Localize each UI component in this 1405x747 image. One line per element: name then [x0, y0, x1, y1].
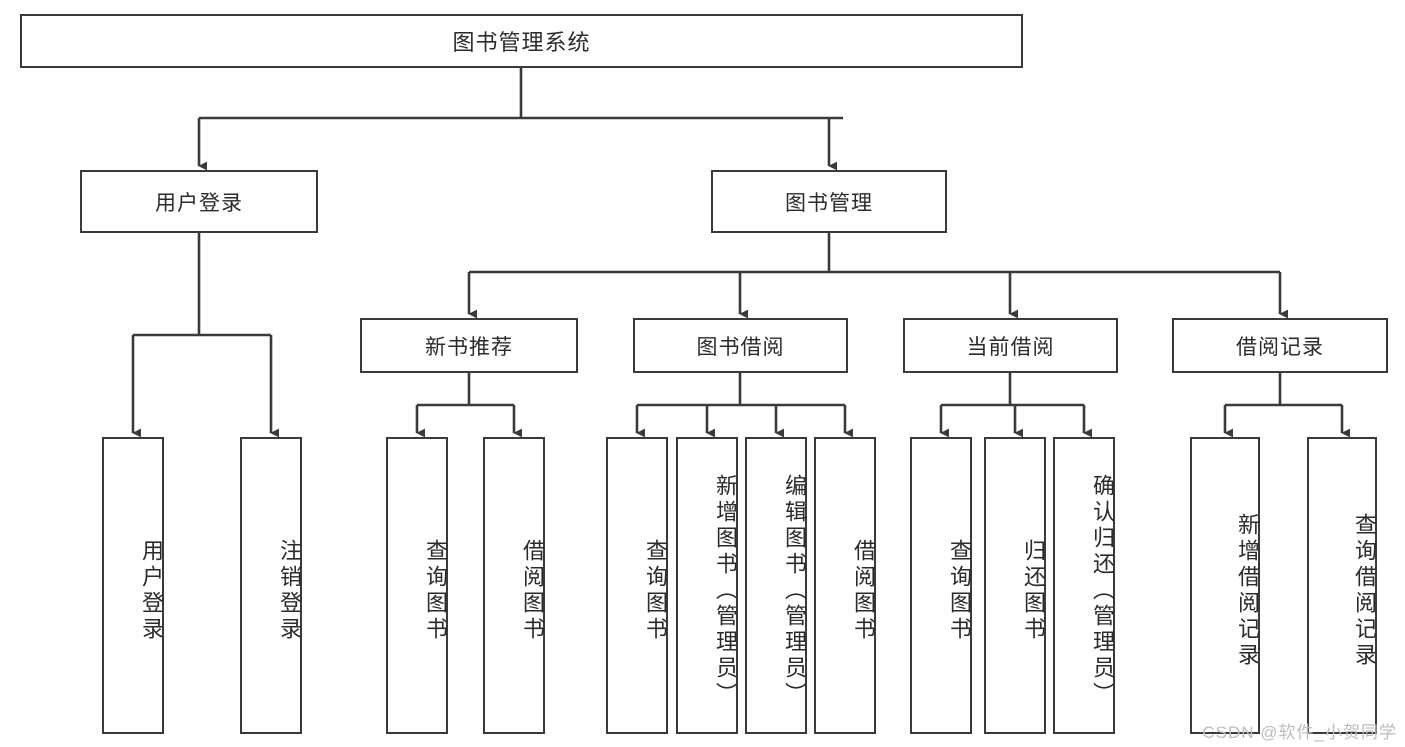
node-label: 归还图书	[1021, 538, 1046, 643]
node-leaf-edit-book[interactable]: 编辑图书（管理员）	[745, 437, 807, 734]
node-label: 图书管理系统	[452, 30, 591, 55]
node-label: 查询图书	[423, 538, 448, 643]
node-leaf-add-record[interactable]: 新增借阅记录	[1190, 437, 1260, 734]
node-label: 查询借阅记录	[1352, 512, 1377, 669]
node-label: 确认归还（管理员）	[1090, 473, 1115, 708]
node-label: 查询图书	[947, 538, 972, 643]
watermark-text: CSDN @软件_小贺同学	[1202, 723, 1397, 742]
node-current-borrow[interactable]: 当前借阅	[903, 318, 1118, 373]
node-leaf-borrow-book-1[interactable]: 借阅图书	[483, 437, 545, 734]
node-new-book-recommend[interactable]: 新书推荐	[360, 318, 578, 373]
node-label: 图书借阅	[696, 335, 785, 359]
node-leaf-borrow-book-2[interactable]: 借阅图书	[814, 437, 876, 734]
node-label: 新增图书（管理员）	[713, 473, 738, 708]
node-label: 当前借阅	[966, 335, 1055, 359]
node-leaf-confirm-return[interactable]: 确认归还（管理员）	[1053, 437, 1115, 734]
node-label: 借阅图书	[851, 538, 876, 643]
node-leaf-return-book[interactable]: 归还图书	[984, 437, 1046, 734]
node-book-borrow[interactable]: 图书借阅	[633, 318, 848, 373]
node-label: 注销登录	[277, 538, 302, 643]
node-label: 编辑图书（管理员）	[782, 473, 807, 708]
node-user-login[interactable]: 用户登录	[80, 170, 318, 233]
node-book-management[interactable]: 图书管理	[711, 170, 947, 233]
node-leaf-query-book-2[interactable]: 查询图书	[606, 437, 668, 734]
node-label: 用户登录	[139, 538, 164, 643]
node-label: 借阅记录	[1236, 335, 1324, 359]
node-label: 图书管理	[785, 191, 873, 215]
node-root-system[interactable]: 图书管理系统	[20, 14, 1023, 68]
node-label: 用户登录	[155, 191, 243, 215]
node-leaf-logout[interactable]: 注销登录	[240, 437, 302, 734]
node-leaf-user-login[interactable]: 用户登录	[102, 437, 164, 734]
node-leaf-add-book[interactable]: 新增图书（管理员）	[676, 437, 738, 734]
node-label: 新增借阅记录	[1235, 512, 1260, 669]
node-label: 新书推荐	[425, 335, 513, 359]
node-leaf-query-record[interactable]: 查询借阅记录	[1307, 437, 1377, 734]
node-borrow-record[interactable]: 借阅记录	[1172, 318, 1388, 373]
node-leaf-query-book-1[interactable]: 查询图书	[386, 437, 448, 734]
node-label: 查询图书	[643, 538, 668, 643]
node-label: 借阅图书	[520, 538, 545, 643]
node-leaf-query-book-3[interactable]: 查询图书	[910, 437, 972, 734]
